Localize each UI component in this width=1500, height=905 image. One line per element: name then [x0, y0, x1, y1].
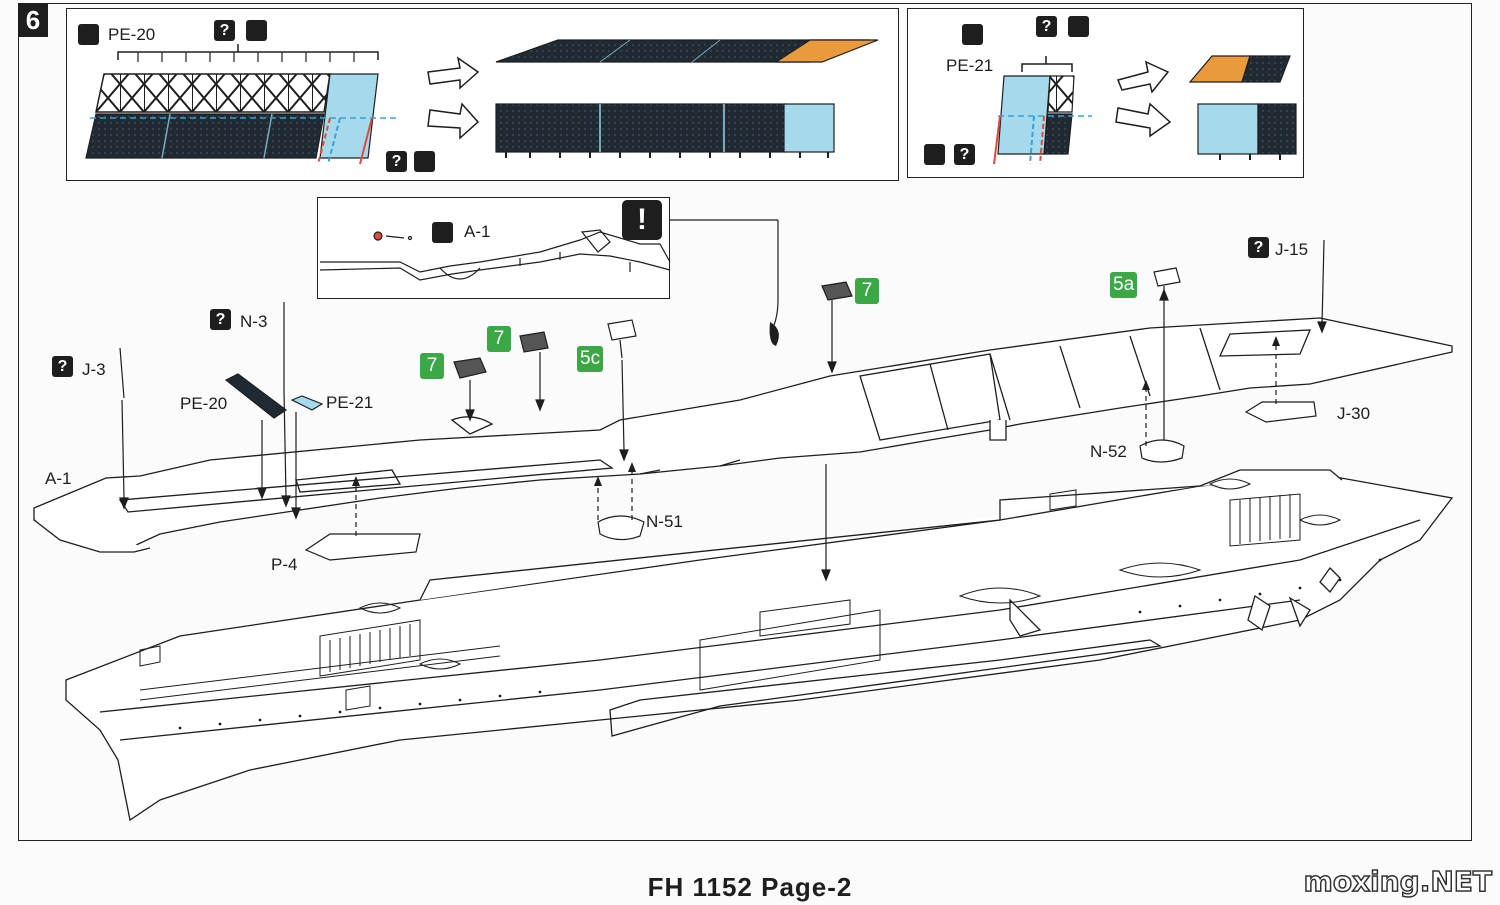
question-icon: ? [954, 144, 975, 165]
step-number: 6 [18, 3, 48, 37]
fold-icon [78, 24, 99, 45]
bend-tool-icon [924, 144, 945, 165]
part-label-a1: A-1 [45, 469, 72, 488]
a1-callout-label: A-1 [464, 222, 491, 241]
part-label-n52: N-52 [1090, 442, 1127, 461]
bend-tool-icon [1068, 16, 1089, 37]
attention-icon: ! [622, 200, 662, 240]
question-icon: ? [1248, 237, 1269, 258]
bend-tool-icon [414, 151, 435, 172]
ship-hull [65, 469, 1454, 822]
substep-ref-7: 7 [487, 326, 511, 352]
a1-callout-panel [317, 197, 670, 299]
pe20-folded-bottom [495, 103, 835, 158]
page-footer: FH 1152 Page-2 [647, 872, 853, 902]
pe21-panel-label: PE-21 [946, 56, 994, 75]
part-label-n3: N-3 [240, 312, 268, 331]
hand-pointer-icon [769, 322, 779, 346]
pe20-panel-label: PE-20 [108, 25, 156, 44]
pe21-arrows [1115, 60, 1172, 138]
substep-ref-7: 7 [855, 278, 879, 304]
dashed-leaders [355, 344, 1277, 536]
step-frame [18, 3, 1472, 841]
substep-ref-5c: 5c [577, 346, 604, 372]
bend-tool-icon [246, 20, 267, 41]
part-label-pe20: PE-20 [180, 394, 228, 413]
leader-lines [119, 288, 1327, 582]
pe20-arrows [427, 56, 480, 140]
part-label-pe21: PE-21 [326, 393, 374, 412]
part-label-j30: J-30 [1337, 404, 1371, 423]
part-label-p4: P-4 [271, 555, 298, 574]
pe21-folded [1188, 55, 1297, 160]
question-icon: ? [210, 309, 231, 330]
flight-deck [33, 317, 1453, 553]
fold-icon [962, 24, 983, 45]
pe21-fret [993, 56, 1092, 165]
dashed-arrowheads [352, 336, 1280, 486]
question-icon: ? [1036, 16, 1057, 37]
question-icon: ? [52, 356, 73, 377]
small-parts [119, 239, 1325, 561]
hull-hangar-detail [139, 478, 1342, 711]
pe20-folded-top [495, 39, 879, 63]
question-icon: ? [386, 151, 407, 172]
hull-portholes [178, 558, 1382, 730]
part-label-j3: J-3 [82, 360, 106, 379]
pe20-fret [85, 44, 400, 165]
question-icon: ? [214, 20, 235, 41]
watermark: moxing.NET [1303, 864, 1493, 899]
glue-icon [432, 222, 453, 243]
substep-ref-7: 7 [420, 353, 444, 379]
part-label-j15: J-15 [1275, 240, 1309, 259]
a1-callout-detail [319, 219, 779, 335]
part-label-n51: N-51 [646, 512, 683, 531]
substep-ref-5a: 5a [1110, 272, 1138, 298]
